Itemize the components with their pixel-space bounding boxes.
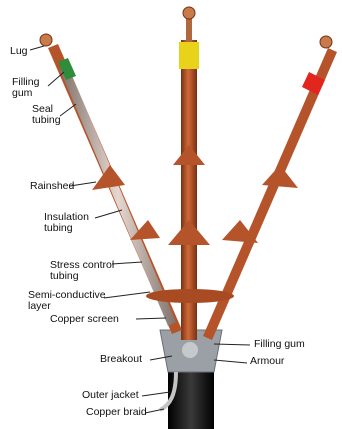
right-lug	[320, 36, 332, 48]
leader-copper-screen	[136, 318, 166, 319]
leader-outer-jacket	[142, 392, 170, 396]
label-filling-gum-top-line2: gum	[12, 88, 39, 99]
left-rainshed-1	[92, 165, 125, 190]
leader-semi-conductive	[104, 292, 150, 298]
label-filling-gum-right: Filling gum	[254, 339, 305, 350]
label-rainshed: Rainshed	[30, 181, 74, 192]
label-armour: Armour	[250, 356, 284, 367]
label-filling-gum-top: Filling gum	[12, 77, 39, 99]
leader-stress-control	[112, 262, 142, 264]
label-semi-conductive-line2: layer	[28, 301, 106, 312]
label-insulation-tubing: Insulation tubing	[44, 212, 89, 234]
label-stress-control-tubing: Stress control tubing	[50, 260, 114, 282]
breakout-core	[182, 342, 198, 358]
label-lug: Lug	[10, 46, 28, 57]
label-stress-control-line2: tubing	[50, 271, 114, 282]
yellow-phase-cap	[179, 42, 199, 69]
center-rainshed-1	[173, 145, 205, 165]
center-rainshed-2	[168, 220, 210, 245]
leader-insulation-tubing	[95, 210, 122, 218]
label-copper-braid: Copper braid	[86, 407, 147, 418]
leader-lug	[30, 46, 44, 50]
label-breakout: Breakout	[100, 354, 142, 365]
leader-armour	[214, 360, 247, 363]
leader-seal-tubing	[60, 104, 76, 116]
label-semi-conductive-layer: Semi-conductive layer	[28, 290, 106, 312]
base-rainshed	[146, 289, 234, 303]
label-seal-tubing-line2: tubing	[32, 115, 61, 126]
left-insulation-cutaway	[60, 66, 176, 326]
left-lug	[40, 34, 52, 46]
label-outer-jacket: Outer jacket	[82, 390, 139, 401]
right-rainshed-1	[262, 165, 298, 188]
center-lug	[183, 7, 195, 19]
center-lug-stem	[186, 16, 192, 42]
label-seal-tubing: Seal tubing	[32, 104, 61, 126]
label-insulation-tubing-line2: tubing	[44, 223, 89, 234]
label-copper-screen: Copper screen	[50, 314, 119, 325]
